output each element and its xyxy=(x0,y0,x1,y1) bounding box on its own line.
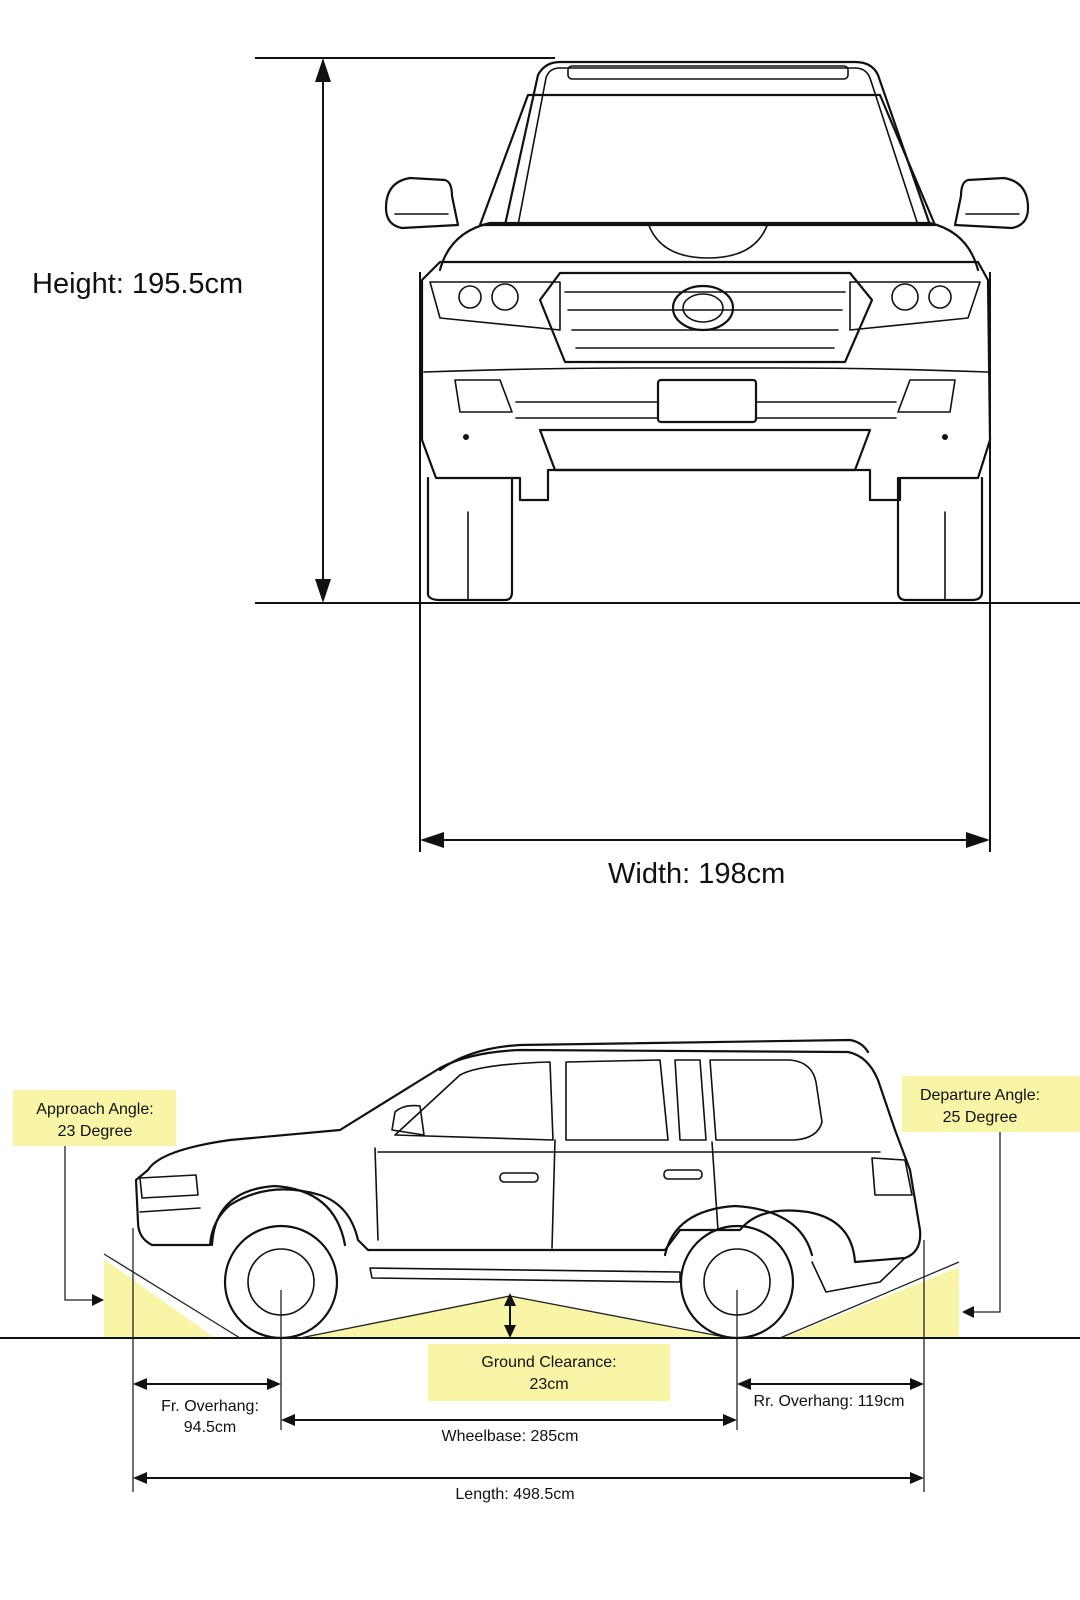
clearance-wedge-fill xyxy=(300,1296,730,1338)
side-view: Approach Angle: 23 Degree Departure Angl… xyxy=(0,1038,1080,1503)
wheelbase-label: Wheelbase: 285cm xyxy=(442,1428,579,1445)
departure-angle-line1: Departure Angle: xyxy=(920,1087,1040,1104)
height-arrow-bottom xyxy=(315,579,331,603)
approach-pointer xyxy=(64,1146,94,1301)
width-arrow-left xyxy=(420,832,444,848)
length-label: Length: 498.5cm xyxy=(455,1486,574,1503)
approach-wedge-fill xyxy=(104,1259,215,1338)
approach-angle-box xyxy=(13,1090,176,1146)
front-overhang-line1: Fr. Overhang: xyxy=(161,1398,259,1415)
suv-front-drawing xyxy=(384,60,1030,602)
front-overhang-line2: 94.5cm xyxy=(184,1419,236,1436)
approach-angle-line1: Approach Angle: xyxy=(36,1101,153,1118)
suv-side-drawing xyxy=(134,1038,922,1340)
ground-clearance-box xyxy=(428,1344,670,1401)
width-label: Width: 198cm xyxy=(608,858,785,890)
departure-wedge-fill xyxy=(783,1267,959,1338)
front-view: Height: 195.5cm Width: 198cm xyxy=(32,57,1080,890)
ground-clearance-line1: Ground Clearance: xyxy=(481,1354,616,1371)
rear-overhang-label: Rr. Overhang: 119cm xyxy=(754,1393,905,1410)
departure-angle-box xyxy=(902,1076,1080,1132)
departure-angle-line2: 25 Degree xyxy=(943,1109,1018,1126)
ground-clearance-line2: 23cm xyxy=(529,1376,568,1393)
height-arrow-top xyxy=(315,58,331,82)
height-label: Height: 195.5cm xyxy=(32,268,243,300)
departure-pointer xyxy=(972,1132,1001,1313)
width-arrow-right xyxy=(966,832,990,848)
approach-angle-line2: 23 Degree xyxy=(58,1123,133,1140)
approach-angle-line xyxy=(103,1253,241,1339)
departure-angle-line xyxy=(779,1261,960,1339)
